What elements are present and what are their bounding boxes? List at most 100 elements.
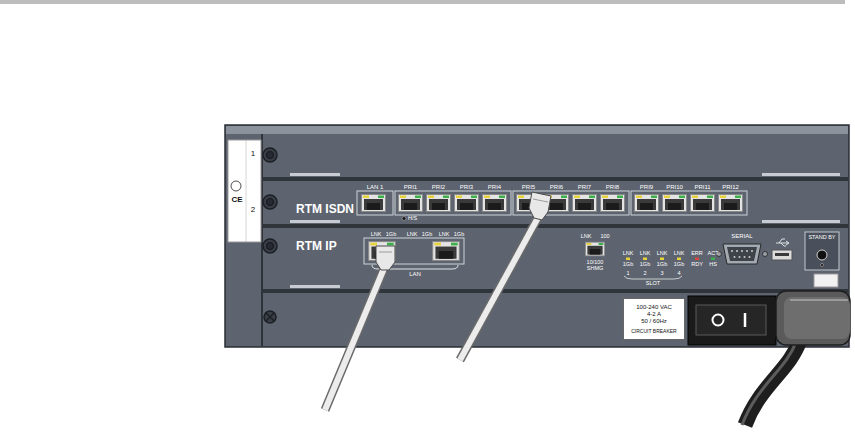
shmg-port xyxy=(585,242,604,256)
ip-lan-ports xyxy=(433,242,460,261)
chassis-body xyxy=(262,289,848,293)
power-cord xyxy=(776,291,850,345)
chassis-body xyxy=(290,220,340,223)
serial-connector xyxy=(751,250,753,252)
panel-screws xyxy=(267,152,274,159)
card-name: RTM IP xyxy=(296,239,337,253)
rating-text: 50 / 60Hz xyxy=(641,318,667,325)
panel-label: HS xyxy=(709,261,717,267)
panel-label: 10/100 SHMG xyxy=(580,259,610,271)
panel-screws xyxy=(267,243,274,250)
certification-sticker xyxy=(246,140,247,242)
isdn-ports xyxy=(691,195,715,212)
page-rule xyxy=(0,0,845,4)
lan-cable xyxy=(379,252,392,253)
card-name: RTM ISDN xyxy=(296,202,354,216)
pri-cable xyxy=(460,214,540,360)
panel-label: 1Gb xyxy=(674,261,684,267)
power-cord xyxy=(742,342,796,425)
panel-label: LAN xyxy=(409,271,421,278)
power-cord xyxy=(742,291,850,425)
chassis-body xyxy=(290,173,340,176)
serial-connector xyxy=(741,250,743,252)
panel-label: ERR xyxy=(691,250,703,256)
certification-sticker xyxy=(228,140,261,242)
panel-label: LNK xyxy=(674,250,685,256)
chassis-body xyxy=(262,224,848,228)
port-label: PRI7 xyxy=(578,184,591,191)
power-switch xyxy=(744,313,747,327)
serial-connector xyxy=(744,256,746,258)
status-leds xyxy=(677,258,681,261)
ip-lan-ports xyxy=(364,238,464,269)
port-label: LAN 1 xyxy=(367,184,384,191)
isdn-ports xyxy=(362,195,386,212)
panel-label: 2 xyxy=(643,270,646,276)
serial-connector xyxy=(749,256,751,258)
port-label: PRI6 xyxy=(550,184,563,191)
port-label: PRI3 xyxy=(460,184,473,191)
panel-screws xyxy=(263,148,277,162)
panel-label: H/S xyxy=(408,215,417,221)
power-switch xyxy=(696,305,766,335)
lan-cable xyxy=(325,266,385,410)
status-leds xyxy=(626,258,630,261)
pri-cable xyxy=(460,192,551,360)
panel-label: 3 xyxy=(660,270,663,276)
isdn-ports xyxy=(601,195,625,212)
ce-mark: CE xyxy=(231,196,242,205)
panel-label: 1 xyxy=(626,270,629,276)
isdn-port-groups xyxy=(631,191,747,215)
panel-label: STAND BY xyxy=(808,234,836,240)
shmg-port xyxy=(585,242,604,256)
panel-screws xyxy=(263,195,277,209)
power-switch xyxy=(688,296,776,345)
status-leds xyxy=(643,258,647,261)
port-label: PRI4 xyxy=(488,184,501,191)
sticker-number: 2 xyxy=(251,206,255,215)
status-leds xyxy=(624,258,715,280)
chassis-body xyxy=(225,125,849,347)
isdn-port-groups xyxy=(395,191,511,215)
serial-connector xyxy=(717,244,768,264)
usb-port xyxy=(772,239,792,260)
panel-label: 1Gb xyxy=(623,261,633,267)
pri-cable xyxy=(533,199,548,202)
pri-cable xyxy=(529,192,551,220)
standby-button xyxy=(814,274,838,287)
port-label: PRI10 xyxy=(666,184,683,191)
rating-text: 4-2 A xyxy=(647,311,661,318)
sticker-number: 1 xyxy=(251,150,255,159)
chassis-body xyxy=(762,220,840,223)
status-leds xyxy=(624,276,682,279)
panel-label: LNK xyxy=(407,231,418,237)
port-label: PRI8 xyxy=(606,184,619,191)
port-label: PRI2 xyxy=(432,184,445,191)
chassis-body xyxy=(225,125,849,347)
power-cord xyxy=(790,299,848,301)
pri-cable xyxy=(460,214,540,360)
isdn-ports xyxy=(427,195,451,212)
power-switch xyxy=(713,315,724,326)
rating-text: 100-240 VAC xyxy=(636,304,672,311)
port-label: PRI1 xyxy=(404,184,417,191)
usb-port xyxy=(776,239,789,246)
lan-cable xyxy=(325,246,395,410)
panel-label: 1Gb xyxy=(454,231,464,237)
chassis-body xyxy=(762,173,840,176)
serial-connector xyxy=(739,256,741,258)
isdn-ports xyxy=(635,195,659,212)
standby-button xyxy=(817,250,827,260)
isdn-ports xyxy=(362,195,743,221)
panel-label: 4 xyxy=(677,270,680,276)
isdn-ports xyxy=(399,195,423,212)
serial-connector xyxy=(763,252,768,257)
serial-connector xyxy=(727,247,757,261)
standby-button xyxy=(805,232,839,270)
status-leds xyxy=(711,258,715,261)
power-cord xyxy=(784,297,850,339)
panel-label: SERIAL xyxy=(731,233,752,240)
certification-sticker xyxy=(231,181,241,191)
port-label: PRI11 xyxy=(694,184,710,191)
